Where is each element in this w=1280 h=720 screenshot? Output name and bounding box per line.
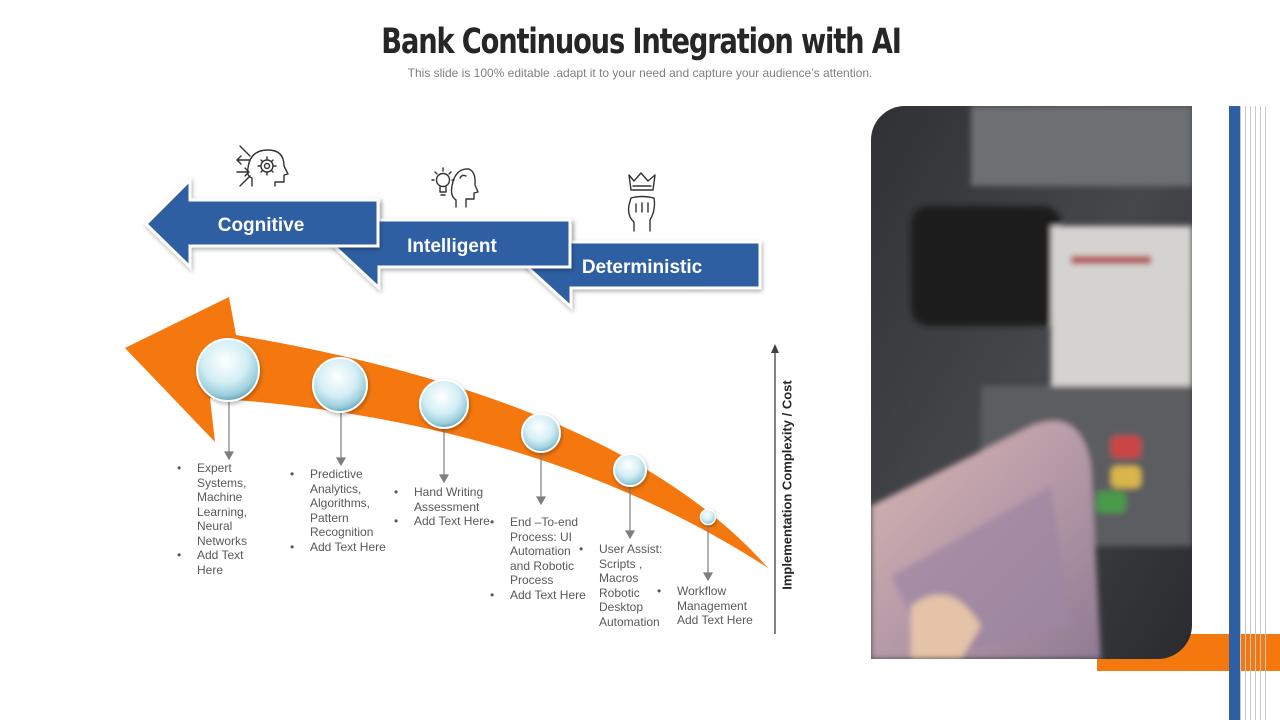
step-4-bullets: End –To-end Process: UI Automation and R…: [490, 515, 590, 602]
step-2-bullets: Predictive Analytics, Algorithms, Patter…: [290, 467, 390, 554]
step-circle-1: [196, 338, 260, 402]
step-2-item-1: Predictive Analytics, Algorithms, Patter…: [290, 467, 390, 540]
step-1-item-2: Add Text Here: [177, 548, 267, 577]
step-4-item-2: Add Text Here: [490, 588, 590, 603]
head-lightbulb-icon: [431, 167, 479, 208]
page-title: Bank Continuous Integration with AI: [381, 22, 902, 62]
step-1-item-1: Expert Systems, Machine Learning, Neural…: [177, 461, 267, 548]
stage-arrow-cognitive: [143, 176, 380, 271]
crowned-fist-icon: [627, 172, 656, 232]
step-circle-6: [699, 508, 717, 526]
complexity-axis: [771, 344, 779, 634]
step-circle-4: [521, 413, 561, 453]
step-2-item-2: Add Text Here: [290, 540, 390, 555]
step-5-bullets: User Assist: Scripts , Macros Robotic De…: [579, 542, 671, 629]
page-subtitle: This slide is 100% editable .adapt it to…: [407, 66, 873, 80]
step-circle-5: [613, 453, 647, 487]
head-gear-icon: [236, 145, 289, 187]
step-3-item-2: Add Text Here: [394, 514, 500, 529]
step-1-bullets: Expert Systems, Machine Learning, Neural…: [177, 461, 267, 577]
step-6-bullets: Workflow Management Add Text Here: [657, 584, 761, 628]
stage-label-intelligent: Intelligent: [407, 236, 497, 257]
step-3-item-1: Hand Writing Assessment: [394, 485, 500, 514]
progression-arrow: [125, 297, 768, 568]
decorative-stripes: [1240, 106, 1270, 720]
step-6-item-1: Workflow Management Add Text Here: [657, 584, 761, 628]
step-4-item-1: End –To-end Process: UI Automation and R…: [490, 515, 590, 588]
atm-cash-photo: [871, 106, 1192, 659]
step-circle-2: [312, 357, 368, 413]
step-3-bullets: Hand Writing Assessment Add Text Here: [394, 485, 500, 529]
step-connectors: [223, 400, 714, 582]
step-5-item-1: User Assist: Scripts , Macros Robotic De…: [579, 542, 671, 629]
axis-label: Implementation Complexity / Cost: [779, 380, 795, 590]
stage-label-cognitive: Cognitive: [218, 215, 305, 236]
stage-label-deterministic: Deterministic: [582, 257, 703, 278]
step-circle-3: [419, 379, 469, 429]
blue-accent-bar: [1229, 106, 1240, 720]
